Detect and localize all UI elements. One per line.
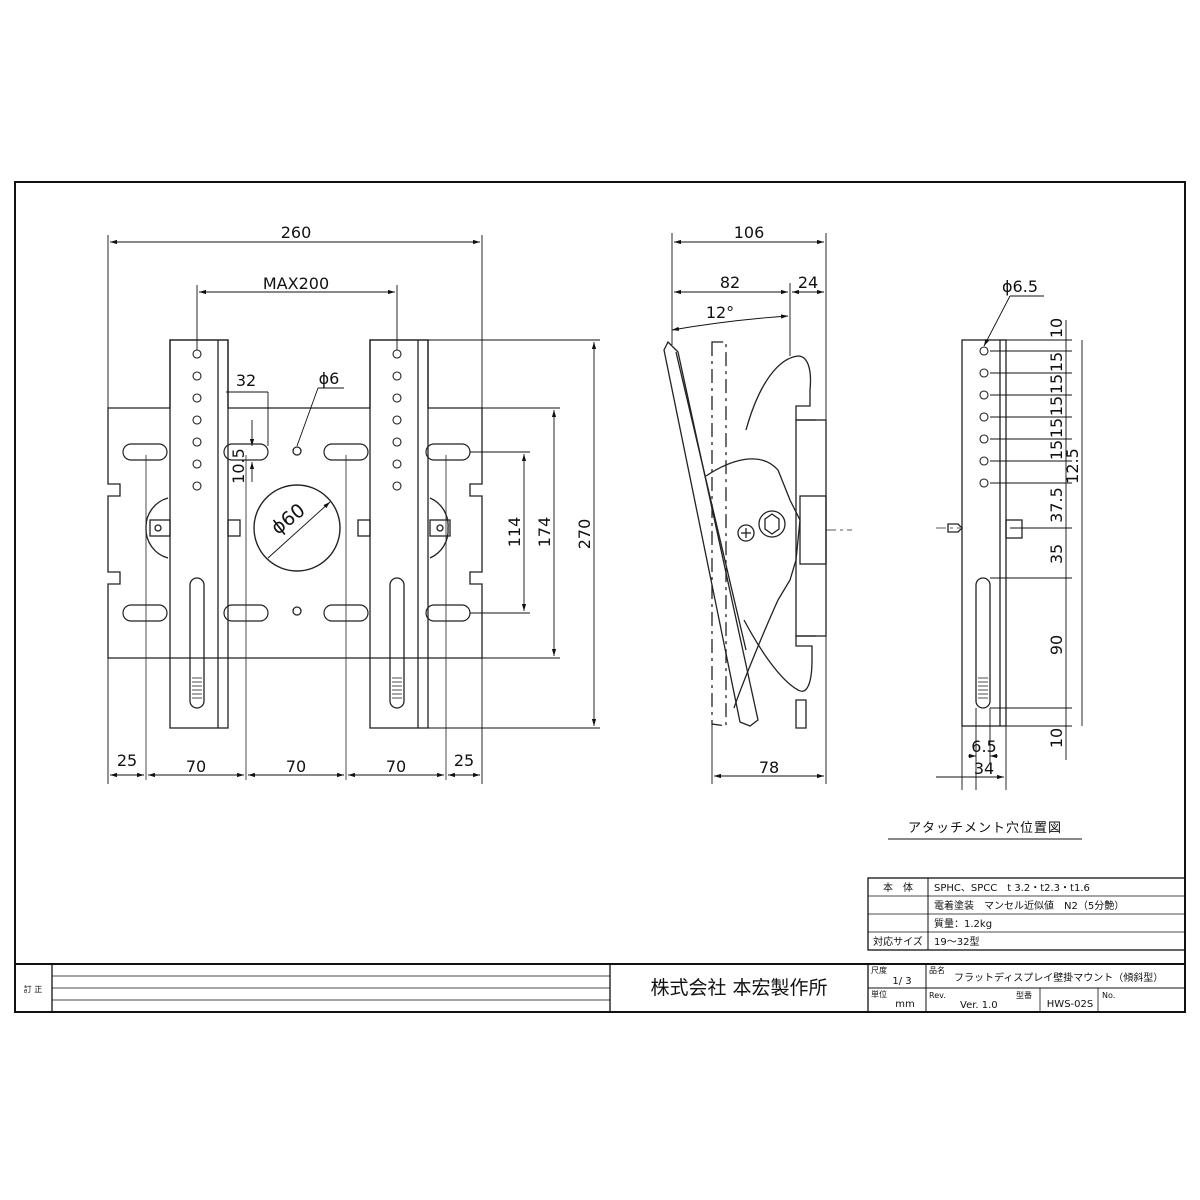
dim-att-pitch-4: 15 — [1047, 418, 1066, 438]
spec-value-coating: 電着塗装 マンセル近似値 N2（5分艶） — [934, 899, 1124, 912]
dim-att-pitch-total: 12.5 — [1063, 448, 1082, 484]
dim-max-pitch: MAX200 — [263, 274, 329, 293]
attachment-view — [936, 339, 1023, 727]
scale-value: 1/ 3 — [892, 976, 911, 987]
dim-slot-pitch: 32 — [236, 371, 256, 390]
dim-bottom-2: 70 — [186, 757, 206, 776]
spec-label-size: 対応サイズ — [873, 935, 923, 948]
wall-plate — [107, 339, 483, 659]
no-label: No. — [1102, 991, 1115, 1000]
spec-value-material: SPHC、SPCC t 3.2・t2.3・t1.6 — [934, 883, 1090, 894]
attachment-caption: アタッチメント穴位置図 — [908, 821, 1062, 836]
dim-base-depth: 78 — [759, 758, 779, 777]
dim-bottom-4: 70 — [386, 757, 406, 776]
title-block — [15, 963, 1185, 1012]
dim-tilt-angle: 12° — [706, 303, 734, 322]
tilt-plate — [663, 340, 759, 727]
dim-overall-depth: 106 — [734, 223, 765, 242]
dim-bottom-5: 25 — [454, 751, 474, 770]
model-value: HWS-02S — [1047, 999, 1093, 1010]
product-value: フラットディスプレイ壁掛マウント（傾斜型） — [954, 971, 1163, 984]
dim-att-slot-len: 90 — [1047, 635, 1066, 655]
dim-att-pitch-3: 15 — [1047, 396, 1066, 416]
bracket-arm — [705, 458, 801, 709]
dim-bottom-1: 25 — [117, 751, 137, 770]
rev-value: Ver. 1.0 — [960, 1000, 998, 1011]
dim-att-top: 10 — [1047, 318, 1066, 338]
dim-overall-height: 270 — [575, 519, 594, 550]
dim-hole-dia: ϕ6 — [319, 369, 340, 388]
pivot-nut — [758, 510, 786, 538]
rev-label: Rev. — [929, 991, 946, 1000]
dim-att-pos-b: 35 — [1047, 544, 1066, 564]
dim-inner-height: 114 — [505, 517, 524, 548]
scale-label: 尺度 — [871, 965, 887, 975]
company-name: 株式会社 本宏製作所 — [650, 977, 827, 999]
attachment-dimensions — [936, 295, 1083, 790]
side-dimensions — [671, 233, 827, 784]
spec-value-size: 19～32型 — [934, 935, 979, 948]
dim-hole-offset: 10.5 — [229, 448, 248, 484]
title-text: 訂 正 株式会社 本宏製作所 尺度 1/ 3 単位 mm 品名 フラットディスプ… — [24, 965, 1164, 1011]
dim-att-bottom: 10 — [1047, 728, 1066, 748]
front-view — [107, 339, 483, 780]
front-dimensions — [107, 235, 600, 784]
unit-value: mm — [895, 999, 914, 1010]
center-hole — [253, 484, 341, 572]
dim-att-width: 34 — [974, 759, 994, 778]
dim-att-slot-w: 6.5 — [971, 737, 996, 756]
spec-label-body: 本 体 — [883, 881, 913, 894]
model-label: 型番 — [1016, 990, 1032, 1000]
dim-att-pitch-1: 15 — [1047, 352, 1066, 372]
side-view — [663, 340, 852, 729]
dim-center-hole: ϕ60 — [267, 499, 309, 539]
inner-frame — [711, 341, 727, 727]
dim-att-pitch-2: 15 — [1047, 374, 1066, 394]
right-arm — [369, 339, 429, 729]
unit-label: 単位 — [871, 989, 887, 999]
dim-overall-width: 260 — [281, 223, 312, 242]
screw — [737, 524, 755, 542]
dim-depth-b: 24 — [798, 273, 818, 292]
dimension-labels: 260 MAX200 32 ϕ6 10.5 ϕ60 114 174 270 25… — [117, 223, 1082, 836]
spec-text: 本 体 SPHC、SPCC t 3.2・t2.3・t1.6 電着塗装 マンセル近… — [873, 881, 1124, 948]
dim-depth-a: 82 — [720, 273, 740, 292]
dim-att-pitch-5: 15 — [1047, 440, 1066, 460]
spec-block — [867, 877, 1186, 951]
revision-label: 訂 正 — [24, 984, 43, 994]
thread-marks — [192, 677, 402, 699]
dim-att-hole-dia: ϕ6.5 — [1002, 277, 1038, 296]
dim-bottom-3: 70 — [286, 757, 306, 776]
product-label: 品名 — [929, 965, 945, 975]
dim-att-pos-a: 37.5 — [1047, 487, 1066, 523]
left-arm — [169, 339, 229, 729]
dim-plate-height: 174 — [535, 517, 554, 548]
spec-value-mass: 質量：1.2kg — [934, 917, 992, 930]
drawing-frame — [14, 181, 1186, 1013]
